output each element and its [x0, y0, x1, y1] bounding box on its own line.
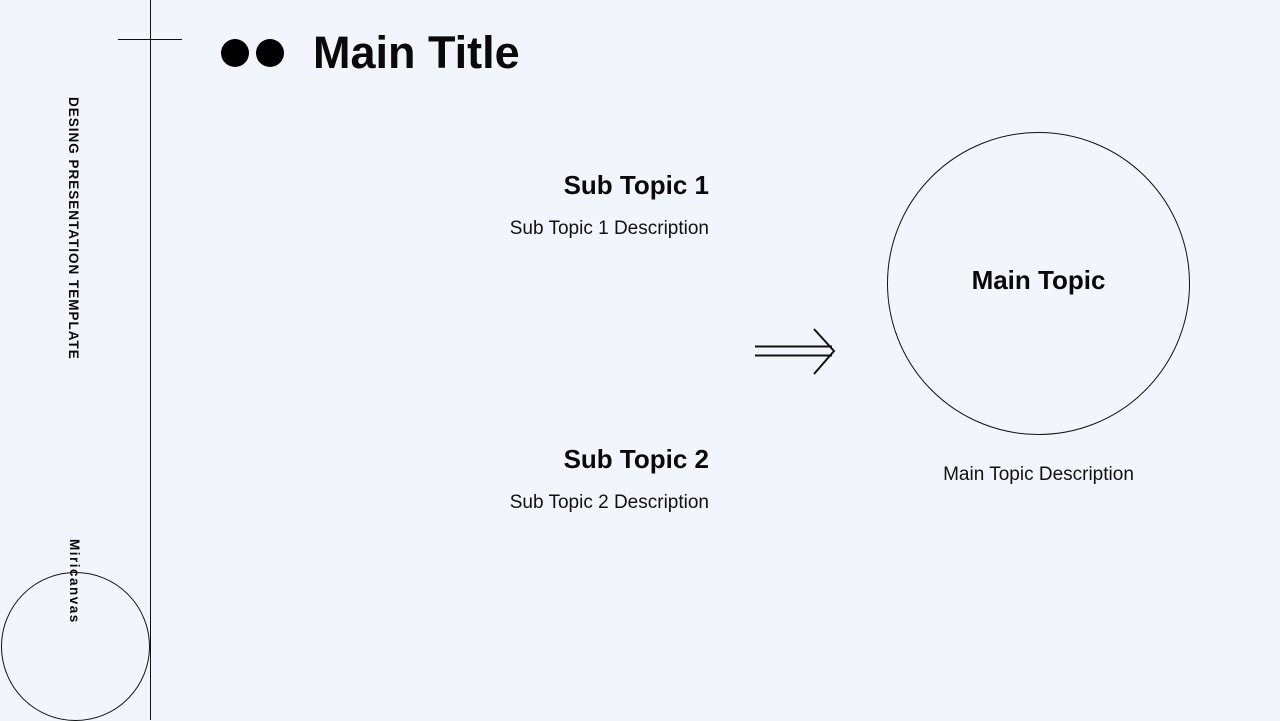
- sub-topic-1-description: Sub Topic 1 Description: [509, 218, 709, 239]
- page-title: Main Title: [313, 27, 520, 78]
- main-topic-circle: [887, 132, 1190, 435]
- double-arrow-right-icon: [755, 328, 836, 375]
- main-topic-description: Main Topic Description: [943, 464, 1134, 485]
- horizontal-accent-line: [118, 39, 182, 40]
- title-dot-icon: [256, 39, 284, 67]
- title-dot-icon: [221, 39, 249, 67]
- brand-label: Miricanvas: [67, 539, 82, 624]
- sub-topic-1-title: Sub Topic 1: [563, 170, 709, 200]
- sidebar-vertical-label: DESING PRESENTATION TEMPLATE: [66, 97, 81, 360]
- vertical-divider-line: [150, 0, 151, 720]
- main-topic-title: Main Topic: [971, 265, 1106, 295]
- sub-topic-2-title: Sub Topic 2: [563, 444, 709, 474]
- sub-topic-2-description: Sub Topic 2 Description: [509, 492, 709, 513]
